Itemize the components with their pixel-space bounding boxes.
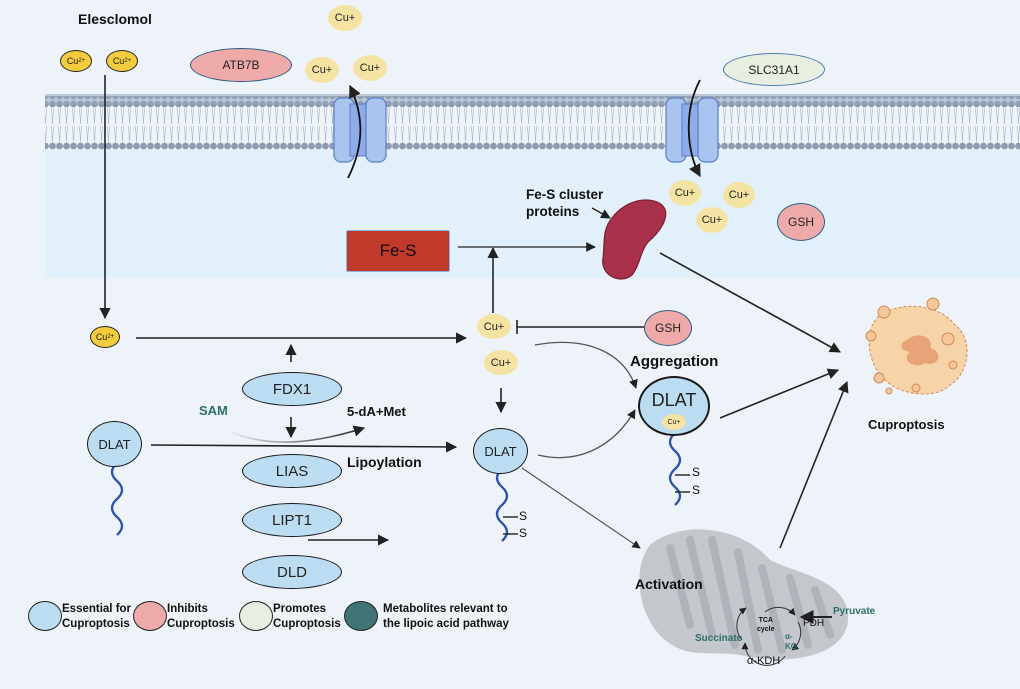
copper-exporter-channel	[333, 84, 387, 179]
arrow-sam-curve	[224, 425, 366, 443]
dlat-chain-agg	[668, 432, 682, 506]
lipt1-node: LIPT1	[242, 503, 342, 537]
cuproptosis-label: Cuproptosis	[868, 417, 945, 432]
dlat-chain-left	[110, 462, 124, 536]
cell-membrane	[45, 94, 1020, 150]
sulfur-label: S	[692, 465, 701, 479]
activation-label: Activation	[635, 576, 703, 592]
akg-label: α-KG	[785, 632, 797, 651]
product-label: 5-dA+Met	[347, 404, 406, 419]
legend-swatch-promotes	[239, 601, 273, 631]
cu1-ion: Cu+	[669, 180, 701, 206]
arrow-lipoylation	[150, 441, 458, 453]
dlat-chain-mid	[495, 468, 509, 542]
atb7b-protein: ATB7B	[190, 48, 292, 82]
arrow-protein-to-cuproptosis	[659, 252, 841, 353]
akdh-label: α-KDH	[747, 655, 781, 667]
cuproptosis-cell-icon	[865, 297, 968, 395]
succinate-label: Succinate	[695, 633, 743, 644]
cu1-ion: Cu+	[696, 207, 728, 233]
lipoylation-label: Lipoylation	[347, 454, 422, 470]
arrow-dlat-to-activation	[521, 467, 641, 549]
arrow-mito-to-cuproptosis	[779, 380, 849, 549]
dlat-left: DLAT	[87, 421, 142, 467]
dlat-mid: DLAT	[473, 428, 528, 474]
lias-node: LIAS	[242, 454, 342, 488]
sulfur-label: S	[519, 509, 528, 523]
cu1-ion-center: Cu+	[484, 350, 518, 375]
fes-box: Fe-S	[346, 230, 450, 272]
cu1-ion: Cu+	[328, 5, 362, 31]
cu1-bound-ion: Cu+	[662, 414, 686, 430]
sam-label: SAM	[199, 403, 228, 418]
cytoplasm-region	[45, 148, 1020, 278]
arrow-cluster-label	[591, 207, 611, 219]
sulfur-label: S	[519, 526, 528, 540]
cu1-ion: Cu+	[305, 57, 339, 83]
sulfur-label: S	[692, 483, 701, 497]
cu1-ion: Cu+	[353, 55, 387, 81]
cu1-ion-center: Cu+	[477, 314, 511, 339]
legend-swatch-metabolites	[344, 601, 378, 631]
legend-swatch-essential	[28, 601, 62, 631]
dlat-aggregated: DLAT	[638, 376, 710, 436]
slc31a1-protein: SLC31A1	[723, 53, 825, 86]
copper-importer-channel	[665, 79, 719, 178]
arrow-cu1-to-aggregation	[534, 341, 638, 389]
gsh-mid: GSH	[644, 310, 692, 346]
fes-cluster-protein-icon	[602, 199, 667, 280]
pyruvate-label: Pyruvate	[833, 606, 876, 617]
dld-node: DLD	[242, 555, 342, 589]
pdh-label: PDH	[803, 618, 825, 629]
gsh-top: GSH	[777, 203, 825, 241]
arrow-aggregation-to-cuproptosis	[719, 368, 840, 419]
cu1-ion: Cu+	[723, 182, 755, 208]
fdx1-node: FDX1	[242, 372, 342, 406]
aggregation-label: Aggregation	[630, 353, 719, 370]
legend-swatch-inhibits	[133, 601, 167, 631]
arrow-dlat-to-aggregation	[537, 409, 636, 459]
mitochondrion-icon	[639, 529, 849, 666]
elesclomol-title: Elesclomol	[78, 11, 152, 27]
